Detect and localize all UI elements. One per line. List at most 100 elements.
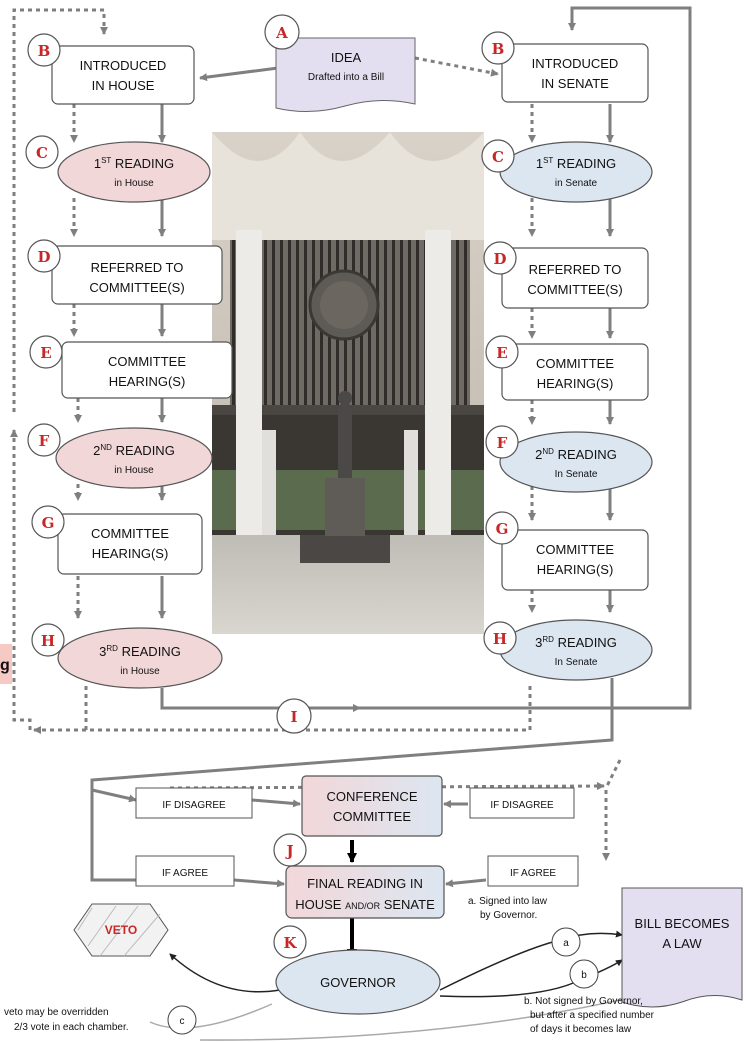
senate-introduced-line2: IN SENATE	[541, 76, 609, 91]
idea-title: IDEA	[331, 50, 362, 65]
house-reading1-sub: in House	[114, 178, 154, 189]
senate-referred-line1: REFERRED TO	[529, 262, 622, 277]
if-disagree-left-box: IF DISAGREE	[135, 787, 253, 819]
badge-a-letter: A	[275, 24, 288, 42]
senate-reading1-word: READING	[553, 156, 616, 171]
badge-b-house: B	[27, 33, 61, 67]
house-hearing1-line1: COMMITTEE	[108, 354, 186, 369]
badge-f-senate-letter: F	[497, 434, 508, 452]
badge-g-house: G	[31, 505, 65, 539]
final-reading-andor: AND/OR	[345, 901, 381, 911]
house-hearing1-line2: HEARING(S)	[109, 374, 186, 389]
badge-b-house-letter: B	[38, 42, 51, 60]
senate-introduced-box: INTRODUCED IN SENATE	[501, 43, 649, 103]
edge-fragment-text: g	[0, 657, 10, 674]
senate-reading1-sup: ST	[543, 156, 553, 165]
senate-reading2-sub: In Senate	[555, 469, 598, 480]
final-reading-house: HOUSE	[295, 897, 345, 912]
badge-g-senate-letter: G	[496, 520, 509, 538]
badge-h-house-letter: H	[41, 632, 55, 650]
house-hearing2-line1: COMMITTEE	[91, 526, 169, 541]
senate-to-house-crossover	[33, 686, 532, 734]
house-introduced-box: INTRODUCED IN HOUSE	[51, 45, 195, 105]
house-reading2-oval: 2ND READING in House	[55, 427, 213, 489]
svg-text:3RD READING: 3RD READING	[99, 644, 181, 659]
badge-h-senate-letter: H	[493, 630, 507, 648]
senate-reading3-word: READING	[554, 635, 617, 650]
badge-d-senate: D	[483, 241, 517, 275]
governor-label: GOVERNOR	[320, 975, 396, 990]
senate-referred-line2: COMMITTEE(S)	[527, 282, 622, 297]
house-reading2-num: 2	[93, 443, 100, 458]
badge-h-house: H	[31, 623, 65, 657]
house-top-return-dotted	[12, 8, 108, 412]
house-referred-box: REFERRED TO COMMITTEE(S)	[51, 245, 223, 305]
svg-text:HOUSE AND/OR SENATE: HOUSE AND/OR SENATE	[295, 897, 435, 912]
conference-line2: COMMITTEE	[333, 809, 411, 824]
svg-text:1ST READING: 1ST READING	[536, 156, 616, 171]
path-a-letter: a	[563, 938, 569, 949]
final-reading-senate: SENATE	[380, 897, 435, 912]
senate-referred-box: REFERRED TO COMMITTEE(S)	[501, 247, 649, 309]
badge-f-senate: F	[485, 425, 519, 459]
badge-g-house-letter: G	[42, 514, 55, 532]
if-agree-right-box: IF AGREE	[487, 855, 579, 887]
final-reading-box: FINAL READING IN HOUSE AND/OR SENATE	[285, 865, 445, 919]
veto-note-line1: veto may be overridden	[4, 1007, 109, 1018]
path-b-badge: b	[569, 959, 599, 989]
badge-i: I	[276, 698, 312, 734]
badge-e-house-letter: E	[40, 344, 51, 362]
path-b-note-line2: but after a specified number	[530, 1010, 655, 1021]
house-reading3-num: 3	[99, 644, 106, 659]
badge-g-senate: G	[485, 511, 519, 545]
veto-label: VETO	[105, 923, 137, 937]
if-disagree-left-label: IF DISAGREE	[162, 800, 226, 811]
if-agree-right-label: IF AGREE	[510, 868, 556, 879]
house-introduced-line2: IN HOUSE	[92, 78, 155, 93]
law-line2: A LAW	[662, 936, 702, 951]
badge-d-senate-letter: D	[493, 250, 506, 268]
conference-line1: CONFERENCE	[326, 789, 417, 804]
house-reading3-sup: RD	[106, 644, 118, 653]
edge-fragment: g	[0, 644, 12, 684]
path-b-note-line1: b. Not signed by Governor,	[524, 996, 643, 1007]
senate-reading3-oval: 3RD READING In Senate	[499, 619, 653, 681]
law-line1: BILL BECOMES	[635, 916, 730, 931]
path-a-note-line1: a. Signed into law	[468, 896, 548, 907]
senate-hearing1-line1: COMMITTEE	[536, 356, 614, 371]
house-reading1-word: READING	[111, 156, 174, 171]
house-reading1-num: 1	[94, 156, 101, 171]
path-b-note-line3: of days it becomes law	[530, 1024, 632, 1035]
house-hearing1-box: COMMITTEE HEARING(S)	[61, 341, 233, 399]
path-b-letter: b	[581, 970, 587, 981]
bill-becomes-law-node: BILL BECOMES A LAW	[621, 887, 743, 1008]
badge-a: A	[264, 14, 300, 50]
senate-reading3-num: 3	[535, 635, 542, 650]
senate-reading2-oval: 2ND READING In Senate	[499, 431, 653, 493]
house-reading3-word: READING	[118, 644, 181, 659]
house-reading3-sub: in House	[120, 666, 160, 677]
if-agree-left-box: IF AGREE	[135, 855, 235, 887]
path-c-badge: c	[167, 1005, 197, 1035]
senate-reading1-sub: in Senate	[555, 178, 598, 189]
idea-node: IDEA Drafted into a Bill	[275, 37, 416, 113]
badge-i-letter: I	[290, 708, 297, 726]
path-a-note-line2: by Governor.	[480, 910, 537, 921]
svg-text:3RD READING: 3RD READING	[535, 635, 617, 650]
badge-c-senate-letter: C	[492, 148, 504, 166]
badge-f-house: F	[27, 423, 61, 457]
house-reading3-oval: 3RD READING in House	[57, 627, 223, 689]
house-reading2-sub: in House	[114, 465, 154, 476]
senate-reading1-num: 1	[536, 156, 543, 171]
senate-hearing2-box: COMMITTEE HEARING(S)	[501, 529, 649, 591]
house-reading1-sup: ST	[101, 156, 111, 165]
badge-d-house-letter: D	[37, 248, 50, 266]
senate-reading2-num: 2	[535, 447, 542, 462]
badge-b-senate: B	[481, 31, 515, 65]
svg-text:1ST READING: 1ST READING	[94, 156, 174, 171]
path-a-badge: a	[551, 927, 581, 957]
senate-introduced-line1: INTRODUCED	[532, 56, 619, 71]
veto-note-line2: 2/3 vote in each chamber.	[14, 1022, 129, 1033]
governor-oval: GOVERNOR	[275, 949, 441, 1015]
badge-e-senate: E	[485, 335, 519, 369]
